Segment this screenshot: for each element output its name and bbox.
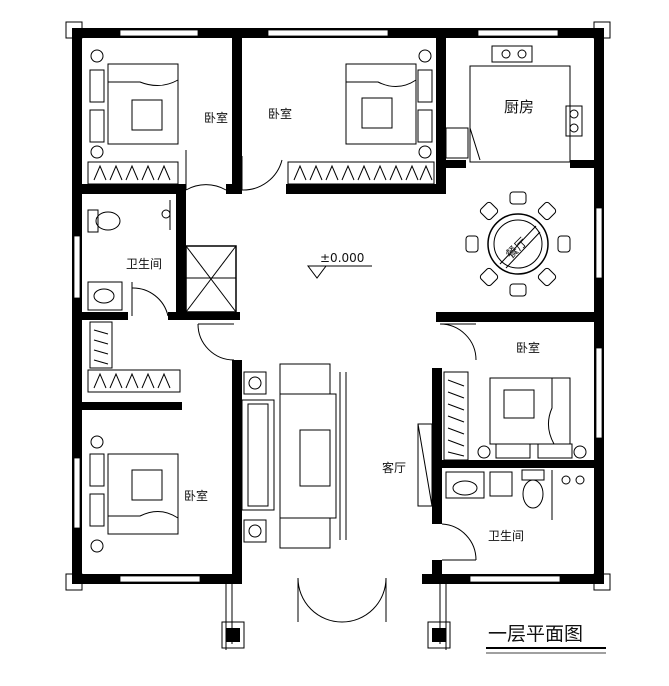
bed-top-left <box>89 49 179 159</box>
bed-right <box>477 377 587 459</box>
left-bathroom-fixtures <box>87 200 171 311</box>
elevation-label: ±0.000 <box>320 251 364 265</box>
room-label-bedroom-bottom-left: 卧室 <box>184 488 208 503</box>
stair-shaft <box>185 245 237 313</box>
porch <box>221 584 451 650</box>
room-label-bathroom-right: 卫生间 <box>488 529 524 543</box>
bed-bottom-left <box>89 435 179 553</box>
living-room-furniture <box>241 363 433 549</box>
bed-top-center <box>345 49 433 159</box>
plan-title: 一层平面图 <box>488 623 583 645</box>
dining-chairs <box>465 191 571 297</box>
right-bathroom-fixtures <box>445 469 585 520</box>
room-label-living-room: 客厅 <box>382 460 406 475</box>
room-label-bedroom-top-center: 卧室 <box>268 106 292 121</box>
doors <box>131 150 477 623</box>
interior-walls <box>82 38 594 584</box>
room-label-bedroom-top-left: 卧室 <box>204 110 228 125</box>
elevation-marker: ±0.000 <box>307 251 372 279</box>
room-label-kitchen: 厨房 <box>504 98 534 116</box>
windows <box>65 21 611 591</box>
room-label-bathroom-left: 卫生间 <box>126 257 162 271</box>
wardrobes <box>87 161 469 461</box>
room-label-bedroom-right: 卧室 <box>516 340 540 355</box>
dining-table <box>487 213 549 275</box>
kitchen-fixtures <box>445 45 583 163</box>
plan-title-group: 一层平面图 <box>486 623 606 654</box>
